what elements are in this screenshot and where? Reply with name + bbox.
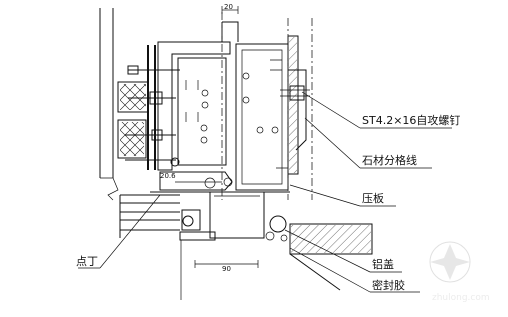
axis-lines (221, 12, 313, 200)
dim-top-gap: 20 (224, 3, 233, 11)
dim-span: 90 (222, 265, 231, 273)
dimension-marks: 20 90 20.6 (160, 3, 259, 300)
label-sealant: 密封胶 (372, 278, 405, 292)
bottom-section (150, 191, 290, 242)
mullion-tube (221, 21, 289, 191)
label-pressure-plate: 压板 (362, 191, 384, 205)
label-screw: ST4.2×16自攻螺钉 (362, 113, 460, 127)
label-point-fixing: 点丁 (76, 255, 98, 268)
label-cover: 铝盖 (372, 257, 394, 271)
aluminium-mullion (157, 41, 233, 191)
steel-bracket (117, 45, 180, 170)
floor-slab (289, 223, 373, 291)
dim-small-gap: 20.6 (160, 172, 176, 180)
label-stone-line: 石材分格线 (362, 153, 417, 167)
watermark-logo: zhulong.com (429, 241, 490, 303)
stone-panel (280, 35, 310, 175)
concrete-wall (99, 8, 180, 238)
leader-lines (78, 91, 452, 293)
watermark-text: zhulong.com (432, 293, 490, 303)
